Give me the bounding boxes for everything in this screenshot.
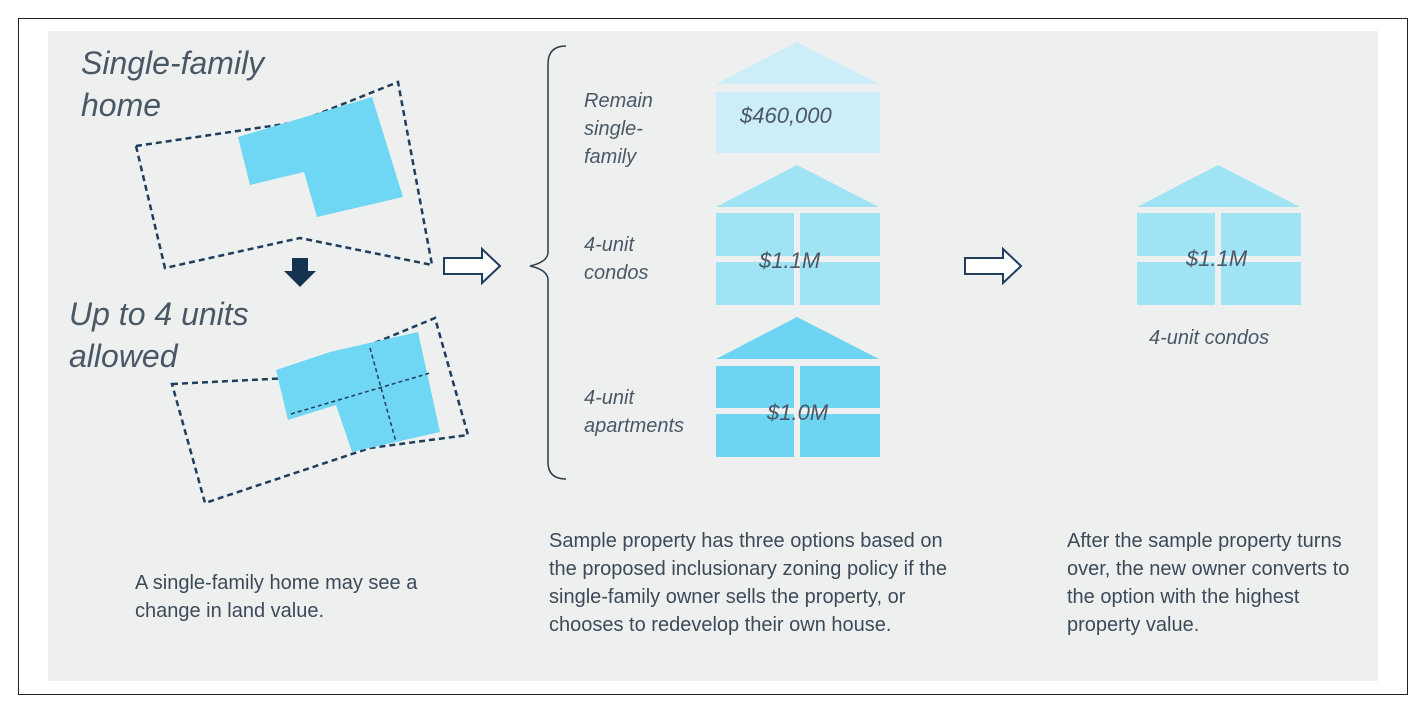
price-apartments: $1.0M: [767, 400, 829, 425]
house-footprint-divided: [276, 332, 440, 452]
figure-frame: [18, 18, 1408, 695]
label-line: family: [584, 146, 637, 168]
price-single-family: $460,000: [740, 103, 832, 128]
single-family-lot: [134, 80, 434, 270]
middle-description: Sample property has three options based …: [549, 530, 948, 636]
label-line: 4-unit: [584, 234, 635, 256]
label-line: single-: [584, 118, 643, 140]
house-footprint: [238, 97, 403, 217]
option-label-apartments: 4-unit apartments: [584, 384, 684, 440]
house-apartments: [716, 317, 880, 457]
title-line: Up to 4 units: [69, 296, 249, 332]
four-unit-lot: [170, 316, 470, 505]
left-description: A single-family home may see a change in…: [135, 572, 418, 622]
option-label-condos: 4-unit condos: [584, 231, 649, 287]
right-arrow-icon: [443, 246, 502, 286]
label-line: apartments: [584, 415, 685, 437]
four-units-title: Up to 4 units allowed: [69, 293, 249, 377]
label-line: Remain: [584, 90, 653, 112]
title-line: Single-family: [81, 45, 265, 81]
label-line: condos: [584, 262, 649, 284]
price-condos: $1.1M: [759, 248, 821, 273]
title-line: home: [81, 87, 162, 123]
title-line: allowed: [69, 338, 178, 374]
option-label-single-family: Remain single- family: [584, 87, 653, 171]
down-arrow-icon: [284, 258, 316, 287]
options-brace: [529, 45, 567, 480]
house-result-condos: [1137, 165, 1301, 305]
price-result: $1.1M: [1186, 246, 1248, 271]
right-description: After the sample property turns over, th…: [1067, 530, 1350, 636]
right-arrow-icon: [964, 246, 1023, 286]
single-family-title: Single-family home: [81, 42, 264, 126]
label-line: 4-unit: [584, 387, 635, 409]
house-condos: [716, 165, 880, 305]
house-single-family: [716, 42, 880, 153]
result-label: 4-unit condos: [1149, 327, 1270, 349]
